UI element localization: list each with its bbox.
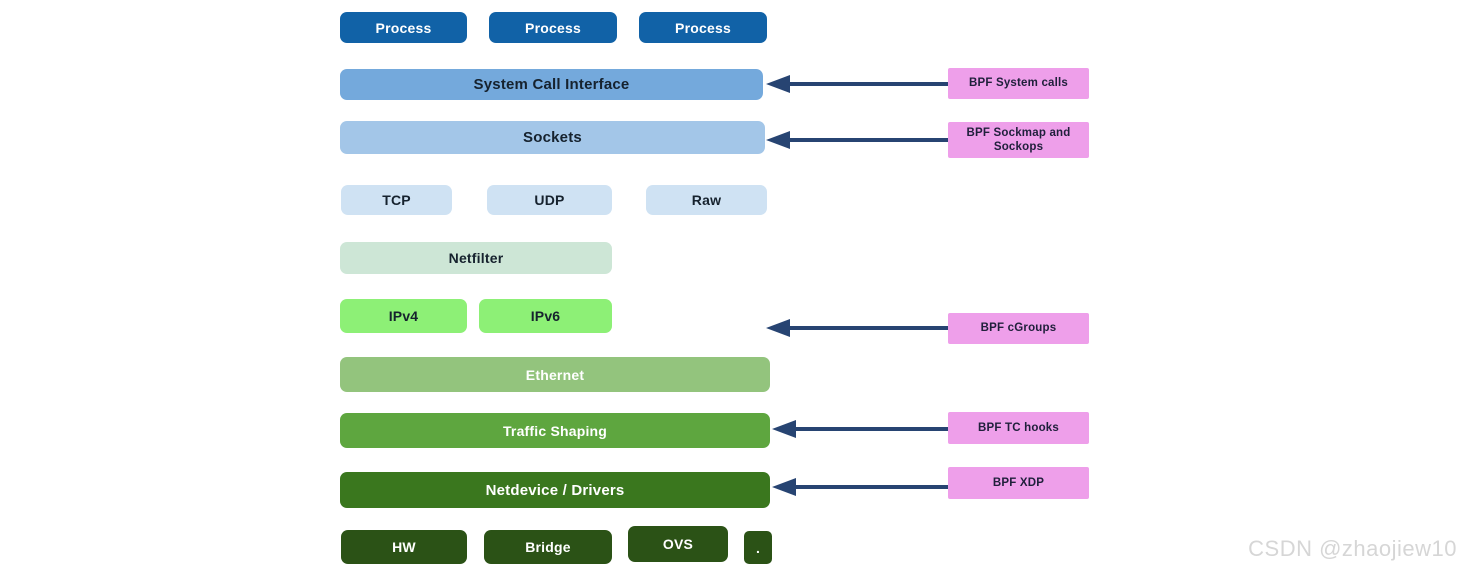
arrow-shaft — [790, 485, 948, 489]
bpf-xdp-arrow — [772, 478, 948, 496]
arrow-head-icon — [766, 75, 790, 93]
hw-box: HW — [341, 530, 467, 564]
bpf-cgroups-arrow — [766, 319, 948, 337]
process-box-3: Process — [639, 12, 767, 43]
arrow-shaft — [784, 82, 948, 86]
bpf-sockmap-sockops-label: BPF Sockmap and Sockops — [948, 122, 1089, 158]
ovs-box: OVS — [628, 526, 728, 562]
arrow-shaft — [784, 326, 948, 330]
csdn-watermark: CSDN @zhaojiew10 — [1248, 536, 1457, 561]
bpf-xdp-label: BPF XDP — [948, 467, 1089, 499]
bpf-sockmap-arrow — [766, 131, 948, 149]
arrow-head-icon — [766, 131, 790, 149]
netdevice-drivers-box: Netdevice / Drivers — [340, 472, 770, 508]
bpf-tc-hooks-arrow — [772, 420, 948, 438]
bpf-cgroups-label: BPF cGroups — [948, 313, 1089, 344]
bpf-tc-hooks-label: BPF TC hooks — [948, 412, 1089, 444]
netfilter-box: Netfilter — [340, 242, 612, 274]
traffic-shaping-box: Traffic Shaping — [340, 413, 770, 448]
ethernet-box: Ethernet — [340, 357, 770, 392]
sockets-box: Sockets — [340, 121, 765, 154]
process-box-1: Process — [340, 12, 467, 43]
ipv6-box: IPv6 — [479, 299, 612, 333]
ipv4-box: IPv4 — [340, 299, 467, 333]
arrow-shaft — [784, 138, 948, 142]
system-call-interface-box: System Call Interface — [340, 69, 763, 100]
raw-box: Raw — [646, 185, 767, 215]
arrow-head-icon — [772, 420, 796, 438]
udp-box: UDP — [487, 185, 612, 215]
bridge-box: Bridge — [484, 530, 612, 564]
process-box-2: Process — [489, 12, 617, 43]
arrow-head-icon — [766, 319, 790, 337]
dot-box: . — [744, 531, 772, 564]
tcp-box: TCP — [341, 185, 452, 215]
arrow-shaft — [790, 427, 948, 431]
arrow-head-icon — [772, 478, 796, 496]
bpf-system-calls-label: BPF System calls — [948, 68, 1089, 99]
bpf-system-calls-arrow — [766, 75, 948, 93]
